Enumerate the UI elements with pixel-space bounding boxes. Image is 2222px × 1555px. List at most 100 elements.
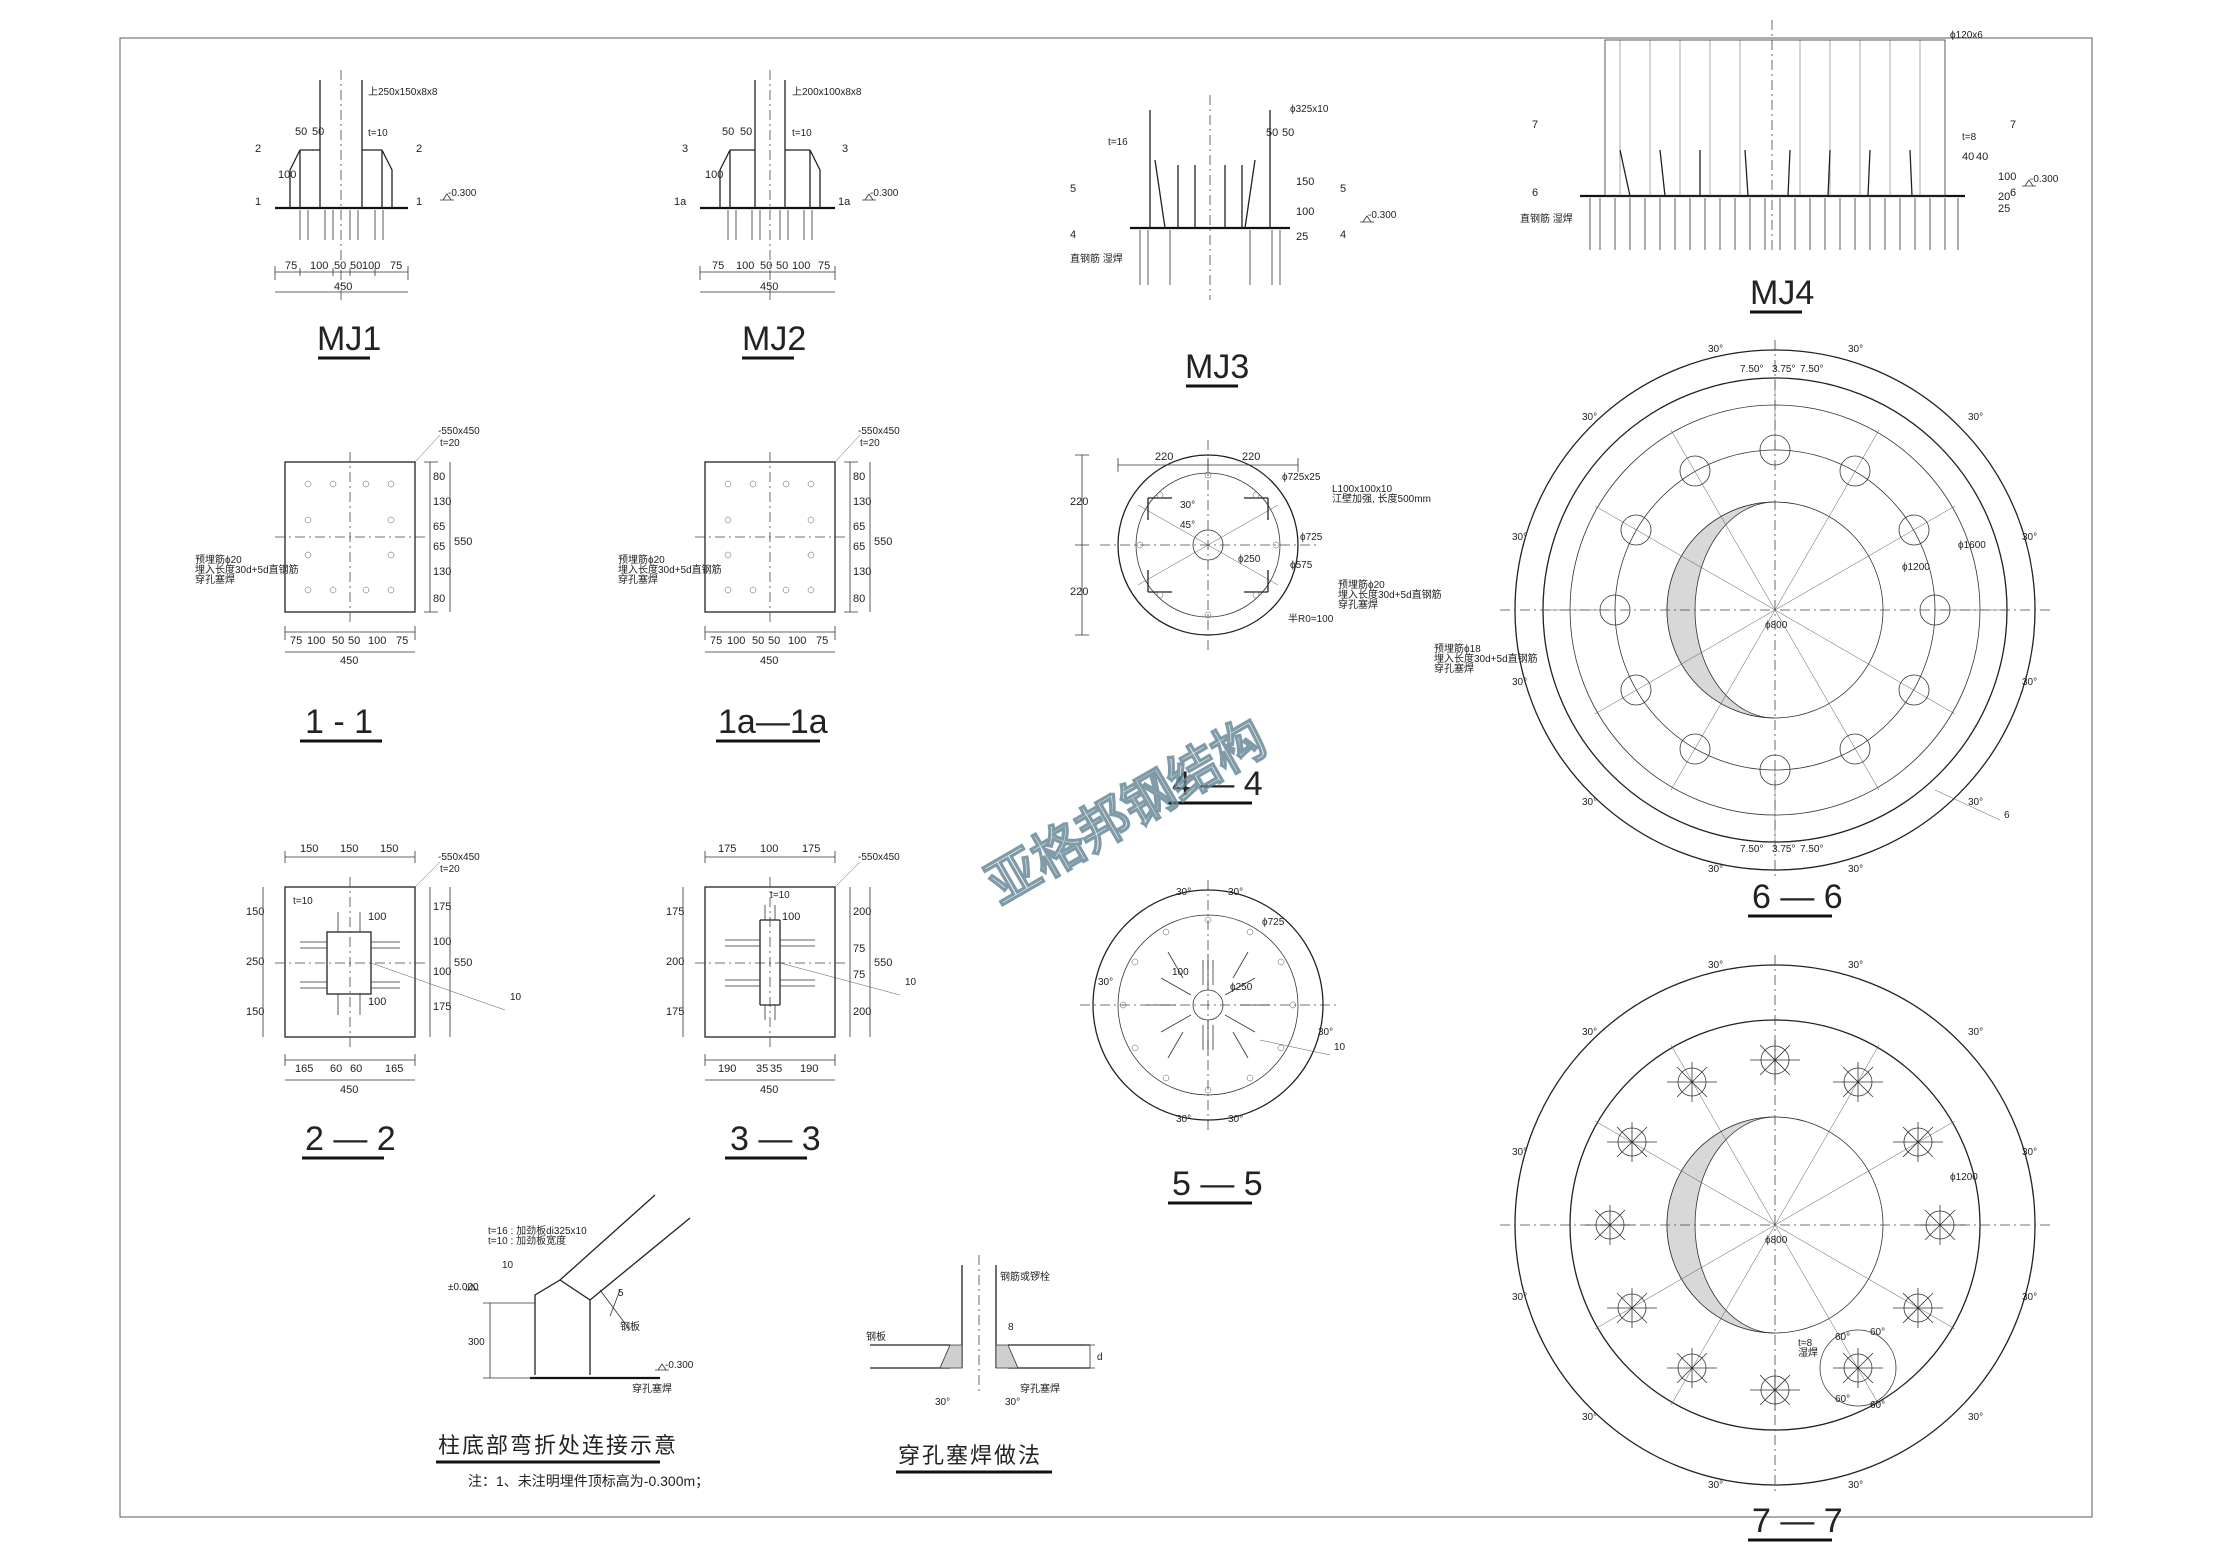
s22-top-0: 150 — [300, 843, 318, 855]
s66-ang-5: 30° — [2022, 532, 2037, 543]
section-5-5: 30° 30° 30° 30° 30° 30° ϕ725 ϕ250 100 10… — [1080, 880, 1346, 1205]
s33-vdim-1: 200 — [666, 956, 684, 968]
s66-sp2-a: 3.75° — [1772, 364, 1795, 375]
s1a-note1: 预埋筋ϕ20 — [618, 553, 665, 566]
s55-r: 100 — [1172, 967, 1189, 978]
s44-d1: ϕ725x25 — [1282, 472, 1321, 483]
mj3-mark-4b: 4 — [1340, 229, 1346, 241]
section-4-4: 220 220 220 220 ϕ725x25 ϕ725 ϕ575 ϕ250 3… — [1070, 440, 1442, 805]
mj4-mark-6b: 6 — [2010, 187, 2016, 199]
s77-a60-c: 60° — [1835, 1394, 1850, 1405]
mj2-dim-2: 50 — [760, 260, 772, 272]
s11-vdim-3: 65 — [433, 541, 445, 553]
mj1-dim-3: 50 — [350, 260, 362, 272]
section-7-7: 30° 30° 30° 30° 30° 30° 30° 30° 30° 30° … — [1500, 955, 2050, 1542]
s22-h100: 100 — [368, 996, 386, 1008]
s1a-dim-3: 50 — [768, 635, 780, 647]
detail-mj1: 75 100 50 50 100 75 450 上250x150x8x8 t=1… — [255, 70, 477, 360]
s33-dim-0: 190 — [718, 1063, 736, 1075]
bend-n2: t=10 : 加劲板宽度 — [488, 1234, 566, 1247]
section-2-2: 150 150 150 165 60 60 165 450 150 250 15… — [246, 843, 522, 1160]
s11-plate: -550x450 — [438, 426, 480, 437]
s22-v100: 100 — [368, 911, 386, 923]
s33-title: 3 — 3 — [730, 1120, 821, 1158]
s33-dim-2: 35 — [770, 1063, 782, 1075]
s55-d1: ϕ725 — [1262, 917, 1285, 928]
mj1-vdim-1: 50 — [312, 126, 324, 138]
mj2-dim-3: 50 — [776, 260, 788, 272]
s44-n3: 穿孔塞焊 — [1338, 598, 1378, 611]
s66-title: 6 — 6 — [1752, 878, 1843, 916]
s66-ang-6: 30° — [1512, 677, 1527, 688]
s77-ang-2: 30° — [1582, 1027, 1597, 1038]
s55-d2: ϕ250 — [1230, 982, 1253, 993]
s33-vdim-0: 175 — [666, 906, 684, 918]
mj4-t: t=8 — [1962, 132, 1977, 143]
mj4-mark-6a: 6 — [1532, 187, 1538, 199]
s22-top-2: 150 — [380, 843, 398, 855]
s33-top-1: 100 — [760, 843, 778, 855]
mj2-dim-4: 100 — [792, 260, 810, 272]
mj2-dim-5: 75 — [818, 260, 830, 272]
s77-d1: ϕ1200 — [1950, 1172, 1978, 1183]
s66-ang-3: 30° — [1968, 412, 1983, 423]
s1a-note2: 埋入长度30d+5d直钢筋 — [618, 563, 722, 576]
s22-rdim-2: 100 — [433, 966, 451, 978]
mj1-dim-0: 75 — [285, 260, 297, 272]
bend-title: 柱底部弯折处连接示意 — [438, 1433, 678, 1458]
s11-dim-5: 75 — [396, 635, 408, 647]
mj2-mark-1a: 1a — [674, 196, 687, 208]
s1a-vdim-4: 130 — [853, 566, 871, 578]
bend-lb: 钢板 — [620, 1320, 640, 1333]
s11-title: 1 - 1 — [305, 703, 373, 741]
s44-title: 4 — 4 — [1172, 765, 1263, 803]
s1a-vdim-5: 80 — [853, 593, 865, 605]
s66-sp1-d: 7.50° — [1800, 844, 1823, 855]
s66-n2: 埋入长度30d+5d直钢筋 — [1434, 652, 1538, 665]
s11-note2: 埋入长度30d+5d直钢筋 — [195, 563, 299, 576]
s44-dim-0: 220 — [1155, 451, 1173, 463]
plug-n1: 钢筋或锣栓 — [1000, 1270, 1050, 1283]
s77-t: t=8 — [1798, 1338, 1813, 1349]
s1a-total: 450 — [760, 655, 778, 667]
s77-a60-b: 60° — [1870, 1327, 1885, 1338]
bend-w1: 10 — [502, 1260, 514, 1271]
s33-rdim-3: 200 — [853, 1006, 871, 1018]
s55-ang-br: 30° — [1228, 1114, 1243, 1125]
bend-rb: 穿孔塞焊 — [632, 1382, 672, 1395]
s1a-dim-2: 50 — [752, 635, 764, 647]
s77-title: 7 — 7 — [1752, 1502, 1843, 1540]
s44-d3: ϕ575 — [1290, 560, 1313, 571]
bend-note: 注：1、未注明埋件顶标高为-0.300m； — [468, 1473, 709, 1490]
mj4-vdim-4: 25 — [1998, 203, 2010, 215]
mj1-dim-5: 75 — [390, 260, 402, 272]
sheet-border — [119, 37, 2093, 1518]
mj3-vdim-3: 100 — [1296, 206, 1314, 218]
s1a-t: t=20 — [860, 438, 880, 449]
mj3-plate: ϕ325x10 — [1290, 104, 1329, 115]
s77-ang-6: 30° — [1512, 1292, 1527, 1303]
mj4-plate: ϕ120x6 — [1950, 30, 1983, 41]
s44-n2: 埋入长度30d+5d直钢筋 — [1338, 588, 1442, 601]
s11-dim-4: 100 — [368, 635, 386, 647]
s1a-vdim-1: 130 — [853, 496, 871, 508]
mj3-mark-5b: 5 — [1340, 183, 1346, 195]
s1a-dim-1: 100 — [727, 635, 745, 647]
s22-t: t=20 — [440, 864, 460, 875]
s33-rdim-0: 200 — [853, 906, 871, 918]
mj1-mark-2b: 2 — [416, 143, 422, 155]
watermark-text: 亚格邦钢结构 — [977, 708, 1277, 916]
s1a-note3: 穿孔塞焊 — [618, 573, 658, 586]
section-3-3: 175 100 175 190 35 35 190 450 175 200 17… — [666, 843, 917, 1160]
s1a-vdim-0: 80 — [853, 471, 865, 483]
mj2-mark-1b: 1a — [838, 196, 851, 208]
s11-dim-1: 100 — [307, 635, 325, 647]
mj2-dim-0: 75 — [712, 260, 724, 272]
mj1-plate: 上250x150x8x8 — [368, 86, 438, 98]
s66-sp2-b: 3.75° — [1772, 844, 1795, 855]
s11-vdim-4: 130 — [433, 566, 451, 578]
s22-dim-3: 165 — [385, 1063, 403, 1075]
s1a-vdim-2: 65 — [853, 521, 865, 533]
mj1-level: -0.300 — [448, 188, 477, 199]
s11-note1: 预埋筋ϕ20 — [195, 553, 242, 566]
